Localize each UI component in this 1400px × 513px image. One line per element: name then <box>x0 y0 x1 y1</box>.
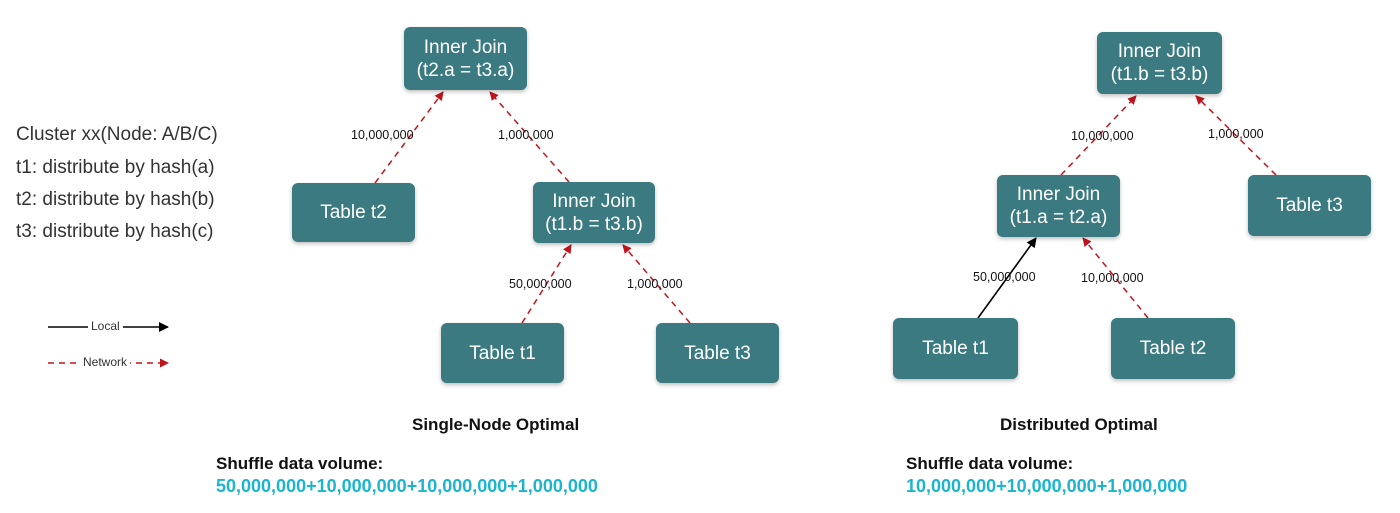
edge-left-sub-root <box>489 91 570 183</box>
cluster-info-line-3: t2: distribute by hash(b) <box>16 189 215 210</box>
right-table-t3-label: Table t3 <box>1276 195 1343 216</box>
left-sub-join-node: Inner Join (t1.b = t3.b) <box>533 182 655 243</box>
right-edge-label-t2-sub: 10,000,000 <box>1081 271 1144 285</box>
right-table-t2-label: Table t2 <box>1139 338 1207 359</box>
right-plan-title: Distributed Optimal <box>1000 415 1158 434</box>
right-root-join-condition: (t1.b = t3.b) <box>1110 64 1209 85</box>
left-root-join-label: Inner Join <box>423 36 508 58</box>
right-sub-join-label: Inner Join <box>1016 184 1101 205</box>
edge-left-t2-root <box>374 91 444 184</box>
left-edge-label-sub-root: 1,000,000 <box>498 128 554 142</box>
left-table-t1-node: Table t1 <box>441 323 564 383</box>
right-table-t1-label: Table t1 <box>922 338 989 359</box>
right-edge-label-t3-root: 1,000,000 <box>1208 127 1264 141</box>
left-edge-label-t3-sub: 1,000,000 <box>627 277 683 291</box>
cluster-info-line-2: t1: distribute by hash(a) <box>16 157 215 178</box>
left-sub-join-condition: (t1.b = t3.b) <box>545 213 643 235</box>
left-edge-label-t1-sub: 50,000,000 <box>509 277 572 291</box>
right-edge-label-sub-root: 10,000,000 <box>1071 129 1134 143</box>
right-table-t2-node: Table t2 <box>1111 318 1235 379</box>
left-plan-title: Single-Node Optimal <box>412 415 580 434</box>
right-root-join-label: Inner Join <box>1117 41 1202 62</box>
edge-right-sub-root <box>1060 95 1137 176</box>
right-root-join-node: Inner Join (t1.b = t3.b) <box>1097 32 1222 94</box>
right-shuffle-value: 10,000,000+10,000,000+1,000,000 <box>906 476 1188 496</box>
left-table-t3-label: Table t3 <box>684 342 751 364</box>
right-sub-join-condition: (t1.a = t2.a) <box>1009 207 1108 228</box>
edge-right-t3-root <box>1195 95 1277 176</box>
left-sub-join-label: Inner Join <box>552 190 636 212</box>
left-table-t3-node: Table t3 <box>656 323 779 383</box>
left-table-t1-label: Table t1 <box>469 342 536 364</box>
right-edge-label-t1-sub: 50,000,000 <box>973 270 1036 284</box>
left-table-t2-node: Table t2 <box>292 183 415 242</box>
left-shuffle-value: 50,000,000+10,000,000+10,000,000+1,000,0… <box>216 476 598 496</box>
left-table-t2-label: Table t2 <box>320 202 387 223</box>
legend-local-label: Local <box>88 319 123 333</box>
cluster-info-line-4: t3: distribute by hash(c) <box>16 221 214 242</box>
legend-network-label: Network <box>80 355 131 369</box>
left-root-join-condition: (t2.a = t3.a) <box>416 59 515 81</box>
left-shuffle-label: Shuffle data volume: <box>216 454 384 473</box>
left-edge-label-t2-root: 10,000,000 <box>351 128 414 142</box>
right-table-t1-node: Table t1 <box>893 318 1018 379</box>
edge-right-t1-sub <box>977 237 1037 319</box>
left-root-join-node: Inner Join (t2.a = t3.a) <box>404 27 527 90</box>
edge-left-t1-sub <box>521 244 572 324</box>
right-sub-join-node: Inner Join (t1.a = t2.a) <box>997 175 1120 237</box>
cluster-info-line-1: Cluster xx(Node: A/B/C) <box>16 124 218 145</box>
right-table-t3-node: Table t3 <box>1248 175 1371 236</box>
right-shuffle-label: Shuffle data volume: <box>906 454 1074 473</box>
